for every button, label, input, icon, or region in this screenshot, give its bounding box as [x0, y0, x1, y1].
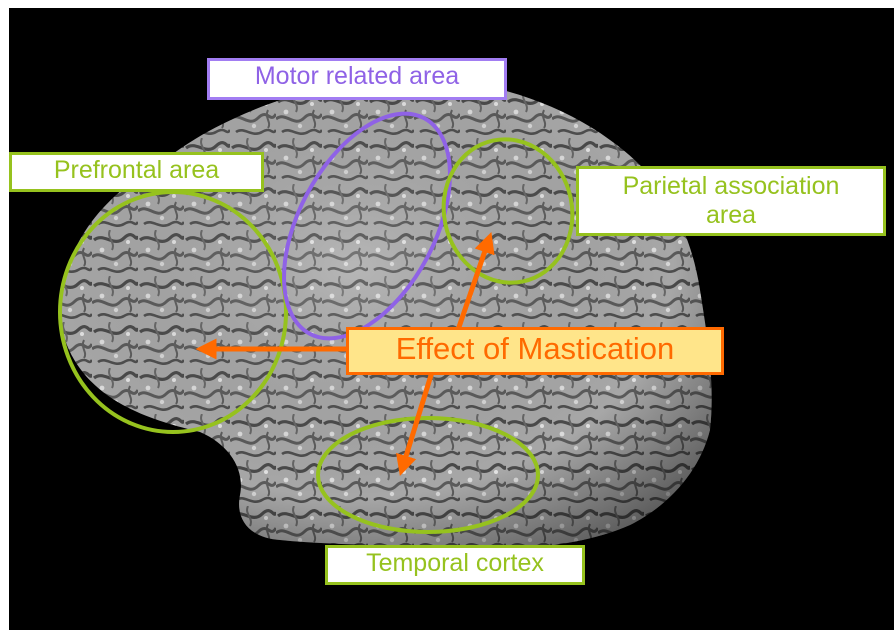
motor-area-label-text: Motor related area	[255, 62, 459, 90]
parietal-area-label-line2: area	[587, 201, 875, 230]
parietal-area-label-line1: Parietal association	[587, 172, 875, 201]
temporal-cortex-label: Temporal cortex	[325, 545, 585, 585]
prefrontal-area-label: Prefrontal area	[9, 152, 264, 192]
effect-of-mastication-label: Effect of Mastication	[346, 327, 724, 375]
temporal-cortex-label-text: Temporal cortex	[366, 549, 544, 577]
effect-of-mastication-label-text: Effect of Mastication	[396, 331, 675, 366]
motor-area-label: Motor related area	[207, 58, 507, 100]
parietal-area-label: Parietal association area	[576, 166, 886, 236]
prefrontal-area-label-text: Prefrontal area	[54, 156, 219, 184]
